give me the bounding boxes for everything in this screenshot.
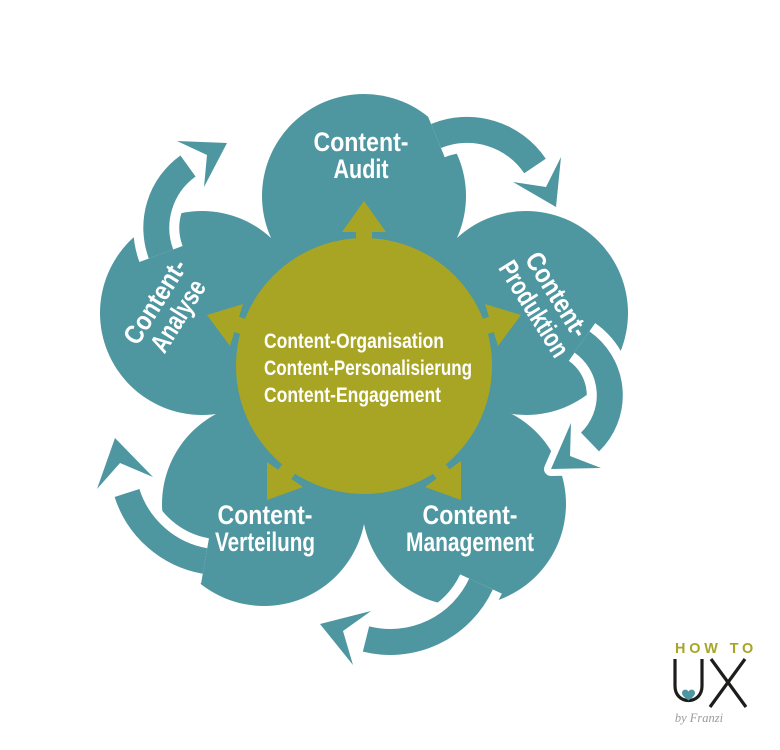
label-audit-line1: Content- bbox=[314, 127, 409, 157]
label-management-line2: Management bbox=[406, 527, 534, 557]
logo-how-to-ux: HOW TO by Franzi bbox=[673, 640, 757, 725]
logo-letter-x bbox=[708, 658, 748, 708]
label-management-line1: Content- bbox=[423, 500, 518, 530]
label-content-management: Content- Management bbox=[406, 500, 534, 557]
logo-byline-text: by Franzi bbox=[675, 711, 724, 725]
center-arrow-up-icon bbox=[342, 201, 386, 261]
cycle-arrow-verteilung-to-analyse-icon bbox=[90, 431, 210, 584]
cycle-arrows bbox=[90, 106, 633, 672]
label-center-core: Content-Organisation Content-Personalisi… bbox=[264, 329, 472, 407]
center-arrows bbox=[207, 201, 521, 500]
center-arrow-down-right-icon bbox=[419, 446, 461, 500]
label-center-line3: Content-Engagement bbox=[264, 383, 441, 407]
label-content-audit: Content- Audit bbox=[314, 127, 409, 184]
logo-how-to-text: HOW TO bbox=[675, 640, 757, 657]
circle-content-audit bbox=[262, 94, 466, 298]
cycle-arrow-produktion-to-management-icon bbox=[544, 323, 633, 476]
label-verteilung-line2: Verteilung bbox=[215, 527, 315, 557]
cycle-arrow-audit-to-produktion-icon bbox=[427, 106, 568, 214]
center-arrow-left-icon bbox=[207, 304, 267, 346]
cycle-arrow-management-to-verteilung-icon bbox=[313, 573, 502, 672]
label-center-line1: Content-Organisation bbox=[264, 329, 444, 353]
center-arrow-right-icon bbox=[461, 304, 521, 346]
label-center-line2: Content-Personalisierung bbox=[264, 356, 472, 380]
labels: Content- Audit Content- Produktion Conte… bbox=[117, 127, 595, 557]
logo-ux-letters bbox=[673, 658, 748, 708]
circle-center-content-core bbox=[236, 238, 492, 494]
label-verteilung-line1: Content- bbox=[218, 500, 313, 530]
label-content-verteilung: Content- Verteilung bbox=[215, 500, 315, 557]
heart-icon bbox=[682, 689, 695, 701]
label-audit-line2: Audit bbox=[334, 154, 389, 184]
center-arrow-down-left-icon bbox=[267, 446, 309, 500]
cycle-arrow-analyse-to-audit-icon bbox=[133, 134, 234, 262]
